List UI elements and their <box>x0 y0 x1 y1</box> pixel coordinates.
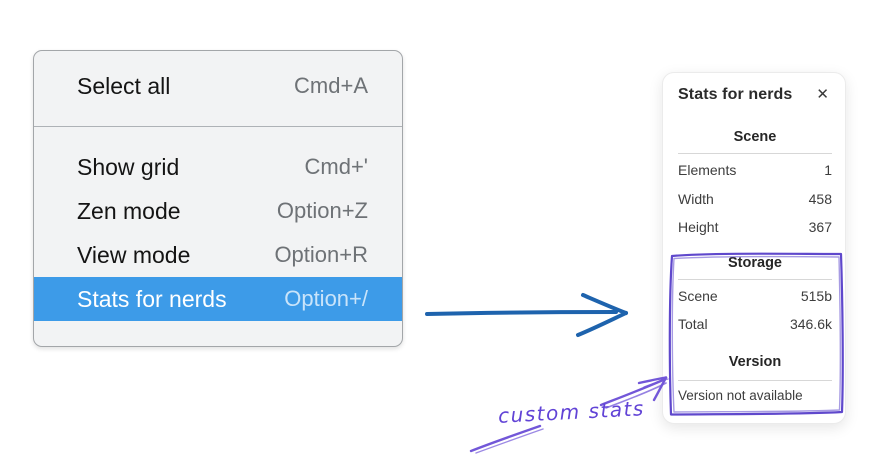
context-menu: Select all Cmd+A Show grid Cmd+' Zen mod… <box>33 50 403 347</box>
version-note: Version not available <box>678 387 803 403</box>
menu-item-label: Show grid <box>77 153 180 180</box>
stat-value: 367 <box>808 219 832 236</box>
stat-row-height: Height 367 <box>678 213 832 242</box>
menu-item-show-grid[interactable]: Show grid Cmd+' <box>34 145 402 189</box>
menu-item-zen-mode[interactable]: Zen mode Option+Z <box>34 189 402 233</box>
stats-panel-header: Stats for nerds ✕ <box>678 85 832 104</box>
menu-item-shortcut: Option+R <box>274 242 368 267</box>
stat-label: Width <box>678 190 714 207</box>
stat-row-scene-storage: Scene 515b <box>678 282 832 311</box>
section-heading-storage: Storage <box>728 254 782 271</box>
annotation-underline <box>469 424 544 454</box>
menu-item-stats-for-nerds[interactable]: Stats for nerds Option+/ <box>34 277 402 321</box>
section-heading-scene: Scene <box>733 129 777 145</box>
menu-divider <box>34 126 402 127</box>
menu-item-label: View mode <box>77 241 191 268</box>
section-divider <box>678 379 832 381</box>
stat-value: 346.6k <box>789 316 832 333</box>
stats-panel: Stats for nerds ✕ Scene Elements 1 Width… <box>662 72 846 424</box>
stat-row-elements: Elements 1 <box>678 156 832 185</box>
stat-value: 1 <box>824 162 832 179</box>
scene-rows: Elements 1 Width 458 Height 367 <box>678 156 832 242</box>
stat-label: Elements <box>678 162 737 179</box>
menu-item-shortcut: Option+Z <box>276 198 368 223</box>
menu-item-view-mode[interactable]: View mode Option+R <box>34 233 402 277</box>
stat-value: 515b <box>800 287 832 304</box>
menu-item-select-all[interactable]: Select all Cmd+A <box>34 64 402 108</box>
stats-panel-title: Stats for nerds <box>678 85 793 103</box>
section-heading-version: Version <box>728 353 782 370</box>
arrow-right-icon <box>425 293 628 337</box>
close-icon[interactable]: ✕ <box>813 85 832 104</box>
menu-item-shortcut: Cmd+' <box>304 154 369 179</box>
stat-value: 458 <box>808 190 832 207</box>
section-divider <box>678 153 832 154</box>
stat-label: Height <box>678 219 719 236</box>
custom-stats-annotation: custom stats <box>497 396 646 428</box>
storage-rows: Scene 515b Total 346.6k <box>678 282 832 339</box>
stat-row-total-storage: Total 346.6k <box>678 310 832 339</box>
stat-row-width: Width 458 <box>678 185 832 214</box>
stat-label: Scene <box>678 287 718 304</box>
menu-item-shortcut: Option+/ <box>284 286 368 311</box>
menu-item-label: Stats for nerds <box>77 285 227 312</box>
section-divider <box>678 278 832 280</box>
menu-item-label: Zen mode <box>77 197 181 224</box>
menu-item-shortcut: Cmd+A <box>294 73 368 98</box>
menu-item-label: Select all <box>77 72 171 99</box>
stat-label: Total <box>678 316 708 333</box>
